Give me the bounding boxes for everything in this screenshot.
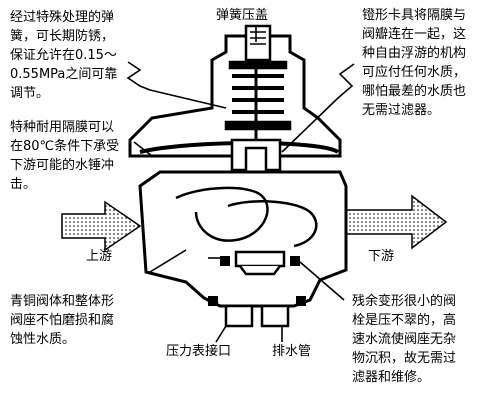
upstream-arrow xyxy=(61,200,142,252)
body-note: 青铜阀体和整体形 阀座不怕磨损和腐 蚀性水质。 xyxy=(10,294,115,347)
drain-pipe-label: 排水管 xyxy=(272,344,312,359)
spring-note: 经过特殊处理的弹 簧，可长期防锈， 保证允许在0.15～ 0.55MPa之间可靠… xyxy=(10,10,118,101)
upstream-label: 上游 xyxy=(86,249,113,264)
gauge-port xyxy=(224,304,254,328)
plug-note: 残余变形很小的阀 栓是压不翠的，高 速水流使阀座无杂 物沉积，故无需过 滤器和维… xyxy=(352,294,457,385)
diaphragm-note: 特种耐用隔膜可以 在80℃条件下承受 下游可能的水锤冲 击。 xyxy=(10,120,120,192)
downstream-arrow xyxy=(334,194,448,250)
adjusting-stem xyxy=(244,24,272,62)
spring xyxy=(224,60,292,131)
valve-plug xyxy=(234,250,286,268)
downstream-label: 下游 xyxy=(368,249,395,264)
gauge-port-label: 压力表接口 xyxy=(166,344,232,359)
spring-cover-label: 弹簧压盖 xyxy=(216,8,269,23)
drain-port xyxy=(260,304,290,328)
clamp-note: 镫形卡具将隔膜与 阀瓣连在一起，这 种自由浮游的机构 可应付任何水质， 哪怕最差… xyxy=(362,8,467,118)
bonnet xyxy=(128,34,342,158)
